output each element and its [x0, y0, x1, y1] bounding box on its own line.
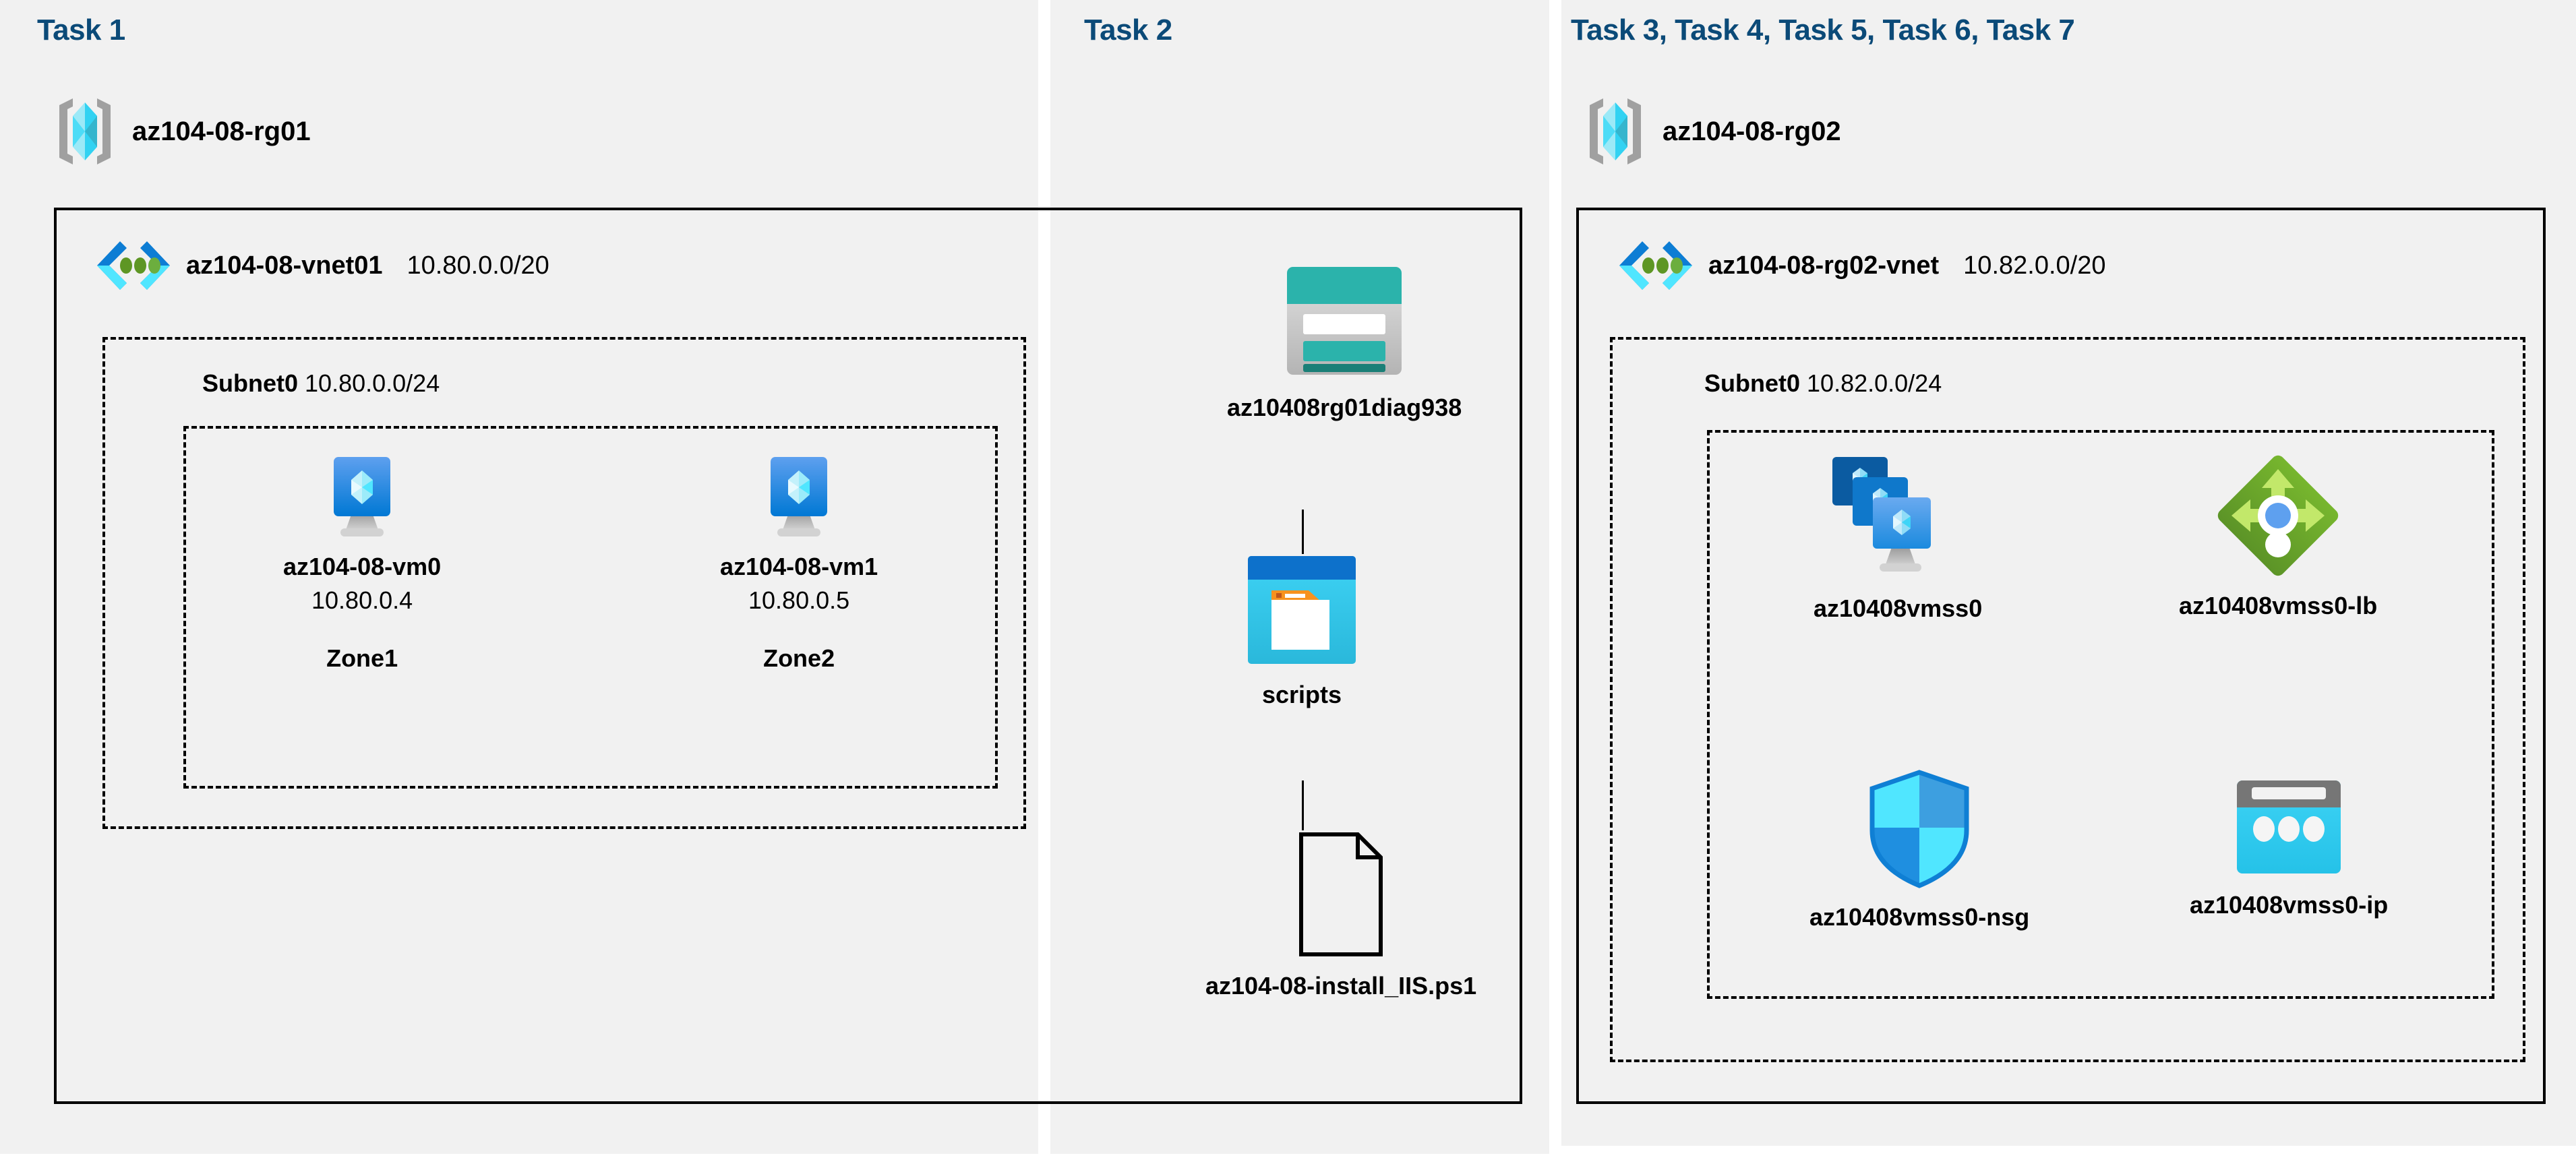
resource-group-label: az104-08-rg02 — [1663, 116, 1841, 146]
connector-storage-to-container — [1302, 510, 1304, 554]
task3-panel — [1561, 0, 2576, 1146]
file-icon — [1290, 830, 1391, 958]
subnet01-boundary — [102, 337, 1026, 829]
subnet02-boundary — [1610, 337, 2525, 1062]
load-balancer-icon — [2215, 453, 2341, 578]
blob-container-icon — [1245, 553, 1359, 667]
vm-scale-set-icon — [1827, 453, 1969, 581]
vnet02-cidr: 10.82.0.0/20 — [1963, 251, 2106, 280]
resource-group-rg02: az104-08-rg02 — [1583, 94, 1841, 168]
storage-account-name: az10408rg01diag938 — [1227, 394, 1462, 421]
storage-account-icon — [1280, 262, 1408, 380]
vm0-name: az104-08-vm0 — [283, 553, 442, 580]
nsg-name: az10408vmss0-nsg — [1809, 903, 2030, 931]
task1-panel — [0, 0, 1038, 1154]
resource-group-icon — [53, 94, 117, 168]
node-load-balancer[interactable]: az10408vmss0-lb — [2179, 453, 2377, 620]
network-security-group-icon — [1865, 768, 1973, 890]
vmss-resources-boundary — [1707, 430, 2494, 999]
vnet02-header: az104-08-rg02-vnet 10.82.0.0/20 — [1618, 237, 2105, 294]
node-public-ip[interactable]: az10408vmss0-ip — [2190, 776, 2388, 919]
subnet01-label: Subnet0 10.80.0.0/24 — [202, 369, 440, 398]
task3-title: Task 3, Task 4, Task 5, Task 6, Task 7 — [1571, 13, 2075, 47]
vmss-name: az10408vmss0 — [1814, 594, 1983, 622]
vnet01-name: az104-08-vnet01 — [186, 251, 383, 280]
virtual-network-icon — [1618, 237, 1694, 294]
vnet01-cidr: 10.80.0.0/20 — [407, 251, 549, 280]
subnet02-label: Subnet0 10.82.0.0/24 — [1704, 369, 1942, 398]
subnet02-name: Subnet0 — [1704, 369, 1801, 397]
vnet02-name: az104-08-rg02-vnet — [1708, 251, 1940, 280]
node-vm0[interactable]: az104-08-vm0 10.80.0.4 Zone1 — [283, 453, 441, 673]
vnet01-boundary — [54, 208, 1522, 1104]
resource-group-rg01: az104-08-rg01 — [53, 94, 311, 168]
subnet01-cidr: 10.80.0.0/24 — [305, 369, 440, 397]
subnet02-cidr: 10.82.0.0/24 — [1807, 369, 1942, 397]
load-balancer-name: az10408vmss0-lb — [2179, 592, 2378, 619]
node-network-security-group[interactable]: az10408vmss0-nsg — [1809, 768, 2029, 931]
vm1-ip: 10.80.0.5 — [748, 586, 850, 614]
connector-container-to-script — [1302, 780, 1304, 830]
node-blob-container[interactable]: scripts — [1245, 553, 1359, 709]
blob-container-name: scripts — [1261, 681, 1342, 708]
resource-group-icon — [1583, 94, 1648, 168]
virtual-network-icon — [96, 237, 171, 294]
vm1-name: az104-08-vm1 — [720, 553, 878, 580]
task1-title: Task 1 — [37, 13, 125, 47]
virtual-machine-icon — [322, 453, 402, 539]
vm1-zone: Zone2 — [763, 644, 835, 672]
task2-title: Task 2 — [1084, 13, 1172, 47]
vm0-zone: Zone1 — [326, 644, 398, 672]
vnet02-boundary — [1576, 208, 2546, 1104]
node-vm1[interactable]: az104-08-vm1 10.80.0.5 Zone2 — [720, 453, 878, 673]
subnet01-name: Subnet0 — [202, 369, 299, 397]
script-file-name: az104-08-install_IIS.ps1 — [1205, 972, 1477, 1000]
node-vmss[interactable]: az10408vmss0 — [1814, 453, 1982, 623]
virtual-machine-icon — [758, 453, 839, 539]
resource-group-label: az104-08-rg01 — [132, 116, 311, 146]
public-ip-name: az10408vmss0-ip — [2190, 891, 2389, 919]
node-storage-account[interactable]: az10408rg01diag938 — [1227, 262, 1462, 422]
availability-zones-boundary — [183, 426, 998, 789]
node-script-file[interactable]: az104-08-install_IIS.ps1 — [1205, 830, 1476, 1000]
vm0-ip: 10.80.0.4 — [311, 586, 413, 614]
public-ip-address-icon — [2231, 776, 2346, 878]
vnet01-header: az104-08-vnet01 10.80.0.0/20 — [96, 237, 549, 294]
